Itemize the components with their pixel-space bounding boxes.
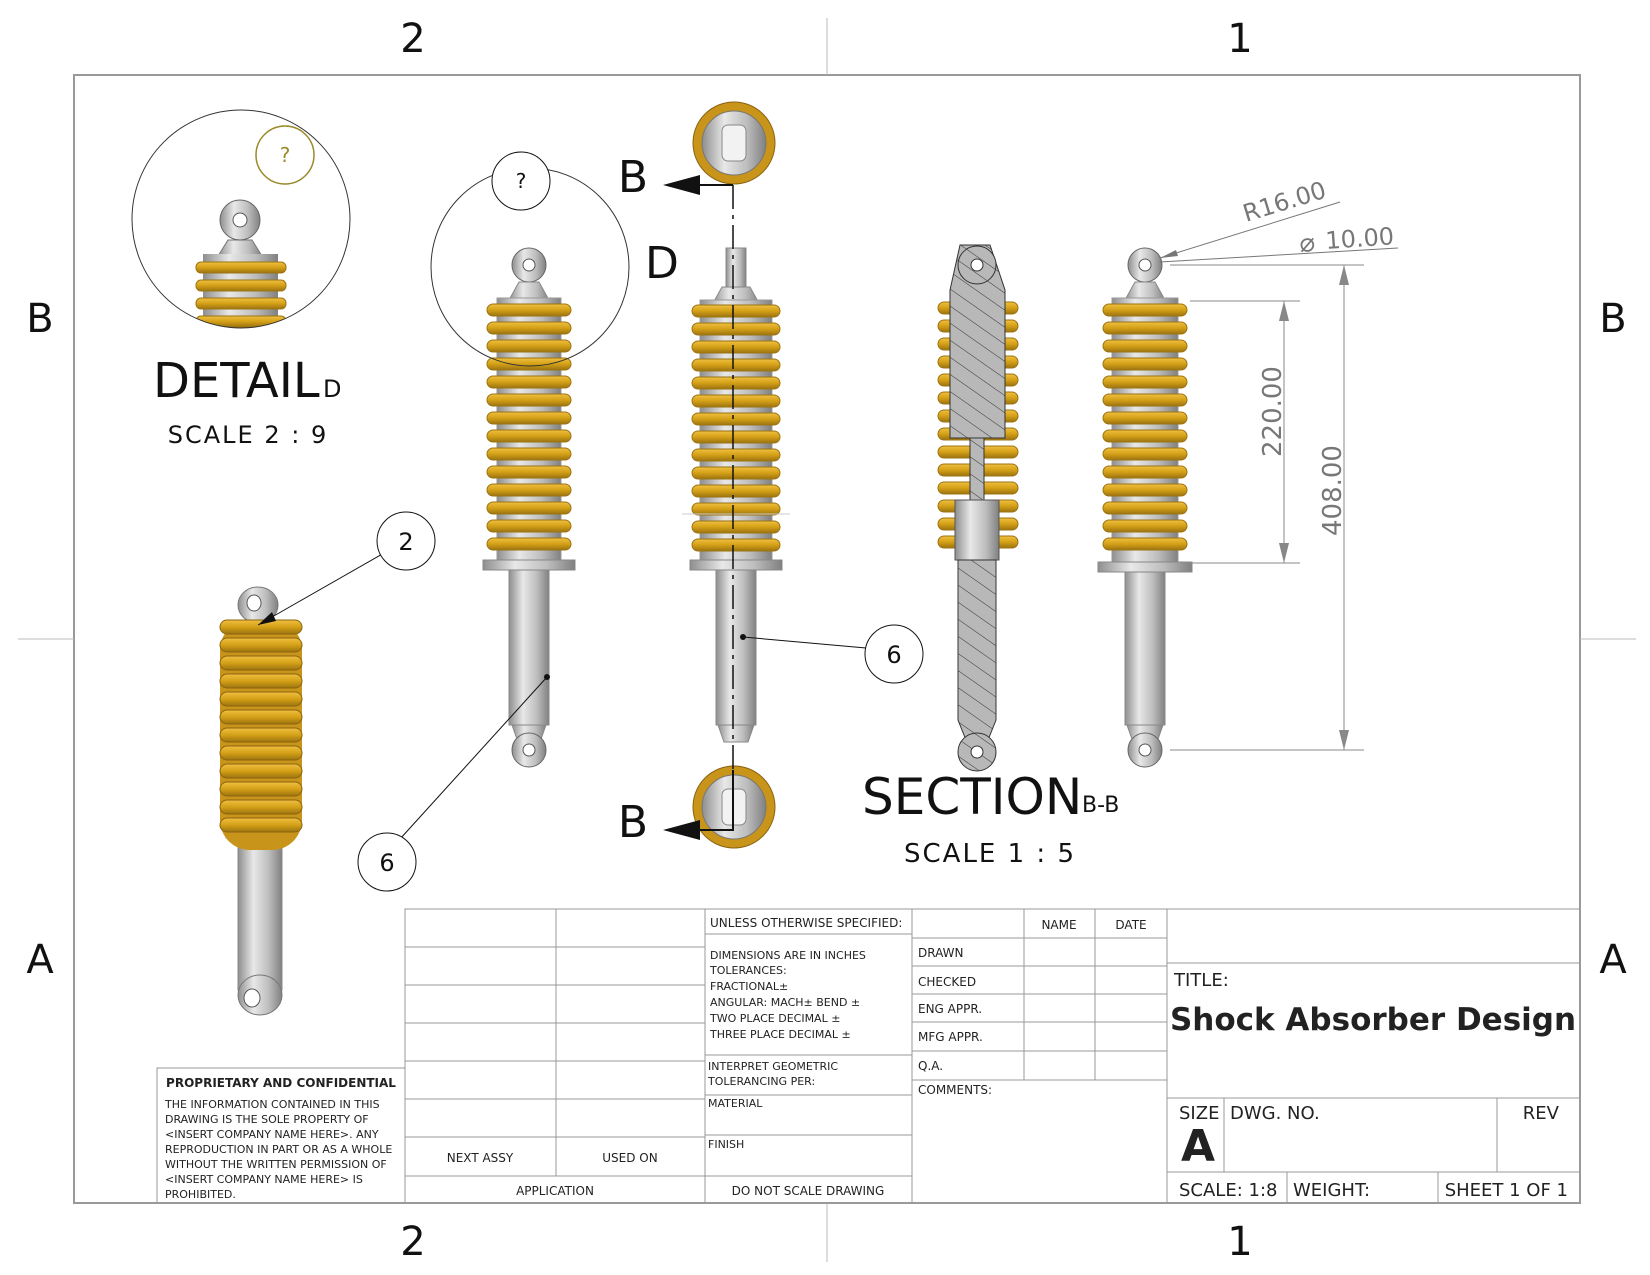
dimensioned-spring [1102,303,1188,551]
size-label: SIZE [1179,1103,1219,1124]
sign-row-eng-appr: ENG APPR. [918,1002,982,1016]
zone-bottom-2: 2 [400,1219,425,1265]
title-block [156,908,1581,1204]
proprietary-line: <INSERT COMPANY NAME HERE>. ANY [165,1128,379,1141]
detail-circle-marker: ? [516,169,527,193]
section-cut-label-bottom: B [618,797,648,848]
zone-right-b: B [1599,296,1626,342]
front-view: ? D [430,151,679,768]
tolerance-line: DIMENSIONS ARE IN INCHES [710,949,866,962]
tolerance-line: ANGULAR: MACH± BEND ± [710,996,860,1009]
section-scale: SCALE 1 : 5 [904,839,1076,869]
material-label: MATERIAL [708,1097,763,1110]
spring-length-dimension: 220.00 [1258,366,1288,457]
detail-circle-label: D [645,238,679,289]
detail-view: ? DETAIL D SCALE 2 : 9 [131,109,351,449]
side-view: B B [618,101,790,849]
proprietary-line: THE INFORMATION CONTAINED IN THIS [164,1098,380,1111]
tolerance-line: TOLERANCES: [709,964,787,977]
proprietary-line: PROHIBITED. [165,1188,236,1201]
balloon-2: 2 [257,511,436,626]
detail-spring [195,261,287,328]
drawing-title: Shock Absorber Design [1170,1002,1576,1038]
tolerance-line: TWO PLACE DECIMAL ± [709,1012,840,1025]
diameter-dimension: 10.00 [1324,222,1395,255]
title-label: TITLE: [1173,970,1229,991]
sign-row-qa: Q.A. [918,1059,943,1073]
comments-label: COMMENTS: [918,1083,992,1097]
front-spring [486,303,572,551]
sign-row-drawn: DRAWN [918,946,964,960]
date-header: DATE [1115,918,1146,932]
size-value: A [1181,1121,1215,1172]
interpret-line: INTERPRET GEOMETRIC [708,1060,838,1073]
balloon-6-left-label: 6 [379,849,394,877]
diameter-symbol: ⌀ [1298,228,1316,259]
section-cut-label-top: B [618,152,648,203]
scale-value: SCALE: 1:8 [1179,1180,1277,1201]
zone-left-a: A [26,937,54,983]
detail-scale: SCALE 2 : 9 [168,421,328,449]
proprietary-line: WITHOUT THE WRITTEN PERMISSION OF [165,1158,387,1171]
balloon-6-right: 6 [740,624,924,684]
isometric-spring [219,619,303,833]
section-view: SECTION B-B SCALE 1 : 5 [862,244,1119,869]
radius-dimension: R16.00 [1240,176,1330,228]
balloon-2-label: 2 [398,528,413,556]
name-header: NAME [1041,918,1076,932]
sign-row-mfg-appr: MFG APPR. [918,1030,983,1044]
dwg-no-label: DWG. NO. [1230,1103,1320,1124]
finish-label: FINISH [708,1138,744,1151]
tolerance-line: THREE PLACE DECIMAL ± [709,1028,851,1041]
overall-length-dimension: 408.00 [1318,445,1348,536]
interpret-line: TOLERANCING PER: [707,1075,815,1088]
side-spring [691,304,781,552]
zone-left-b: B [26,296,53,342]
zone-bottom-1: 1 [1227,1219,1252,1265]
application-label: APPLICATION [516,1184,594,1198]
proprietary-line: <INSERT COMPANY NAME HERE> IS [165,1173,363,1186]
zone-right-a: A [1599,937,1627,983]
isometric-view [219,586,303,1016]
balloon-6-right-label: 6 [886,641,901,669]
balloon-6-left: 6 [357,674,550,892]
rev-label: REV [1523,1103,1560,1124]
detail-title: DETAIL [153,353,320,409]
proprietary-line: DRAWING IS THE SOLE PROPERTY OF [165,1113,369,1126]
weight-label: WEIGHT: [1293,1180,1370,1201]
unless-specified: UNLESS OTHERWISE SPECIFIED: [710,916,902,930]
detail-marker-circle [255,125,315,185]
proprietary-line: REPRODUCTION IN PART OR AS A WHOLE [165,1143,392,1156]
tolerance-line: FRACTIONAL± [710,980,788,993]
zone-top-1: 1 [1227,16,1252,62]
zone-top-2: 2 [400,16,425,62]
detail-letter: D [323,375,341,403]
next-assy-label: NEXT ASSY [447,1151,514,1165]
proprietary-heading: PROPRIETARY AND CONFIDENTIAL [166,1076,396,1090]
detail-marker: ? [280,143,291,167]
dimensioned-view: R16.00 ⌀ 10.00 220.00 408.00 [1097,176,1399,768]
section-letter: B-B [1082,793,1119,818]
section-title: SECTION [862,768,1082,826]
used-on-label: USED ON [602,1151,657,1165]
sheet-number: SHEET 1 OF 1 [1445,1180,1568,1201]
do-not-scale-label: DO NOT SCALE DRAWING [732,1184,885,1198]
sign-row-checked: CHECKED [918,975,976,989]
